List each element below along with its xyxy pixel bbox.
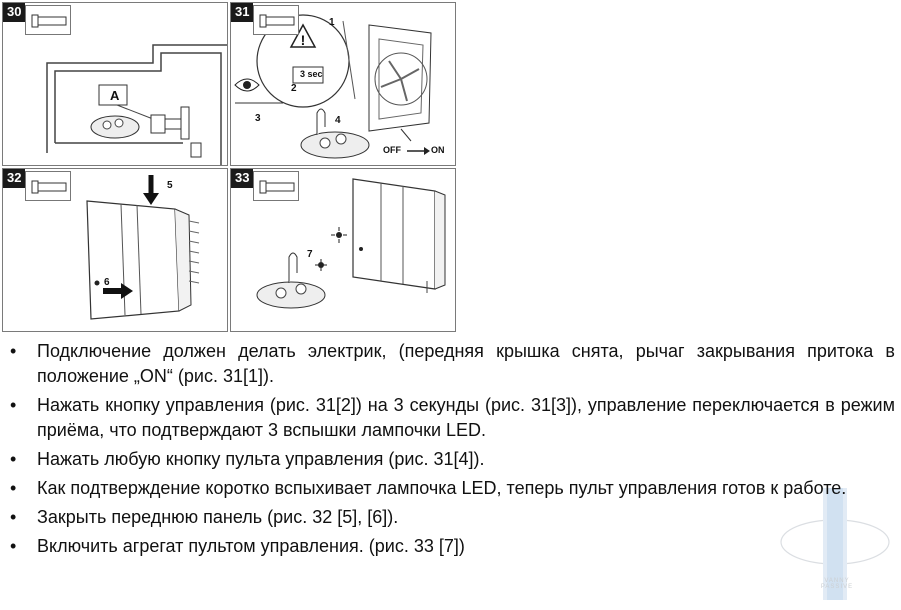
instruction-text: Включить агрегат пультом управления. (ри… [37,536,465,556]
list-item: • Включить агрегат пультом управления. (р… [10,534,895,559]
list-item: • Подключение должен делать электрик, (пе… [10,339,895,389]
figure-30: 30 A [2,2,228,166]
callout-7: 7 [307,249,313,260]
bullet: • [10,536,17,556]
callout-4: 4 [335,115,341,126]
instruction-text: Как подтверждение коротко вспыхивает лам… [37,478,847,498]
label-3-sec: 3 sec [300,69,323,79]
instruction-list: • Подключение должен делать электрик, (пе… [10,339,895,563]
front-panel-close-drawing [86,175,200,320]
list-item: • Нажать кнопку управления (рис. 31[2]) н… [10,393,895,443]
instruction-text: Подключение должен делать электрик, (пер… [37,341,895,386]
vanny-passive-watermark: VANNY PASSIVE [777,480,893,605]
figure-31: 31 ! 3 sec 1 2 3 4 OFF ON [230,2,456,166]
instruction-text: Закрыть переднюю панель (рис. 32 [5], [6… [37,507,399,527]
callout-3: 3 [255,113,261,124]
callout-5: 5 [167,180,173,191]
list-item: • Нажать любую кнопку пульта управления (… [10,447,895,472]
ventilator-thumbnail-icon [253,5,299,35]
label-on: ON [431,145,445,155]
figure-number: 31 [231,3,254,22]
ventilator-thumbnail-icon [253,171,299,201]
list-item: • Закрыть переднюю панель (рис. 32 [5], [… [10,505,895,530]
callout-2: 2 [291,83,297,94]
control-pairing-drawing: ! [234,14,432,159]
instruction-text: Нажать любую кнопку пульта управления (р… [37,449,485,469]
figure-number: 32 [3,169,26,188]
wall-installation-drawing [46,44,227,165]
callout-6: 6 [104,277,110,288]
bullet: • [10,449,17,469]
figure-32: 32 5 6 [2,168,228,332]
bullet: • [10,507,17,527]
bullet: • [10,395,17,415]
label-off: OFF [383,145,401,155]
figure-33: 33 7 [230,168,456,332]
label-a: A [110,88,120,103]
ventilator-thumbnail-icon [25,171,71,201]
bullet: • [10,478,17,498]
list-item: • Как подтверждение коротко вспыхивает ла… [10,476,895,501]
figure-number: 33 [231,169,254,188]
callout-1: 1 [329,17,335,28]
remote-switch-on-drawing [256,178,446,309]
svg-text:!: ! [301,32,306,48]
watermark-text: VANNY PASSIVE [820,578,854,590]
bullet: • [10,341,17,361]
instruction-text: Нажать кнопку управления (рис. 31[2]) на… [37,395,895,440]
figure-number: 30 [3,3,26,22]
ventilator-thumbnail-icon [25,5,71,35]
